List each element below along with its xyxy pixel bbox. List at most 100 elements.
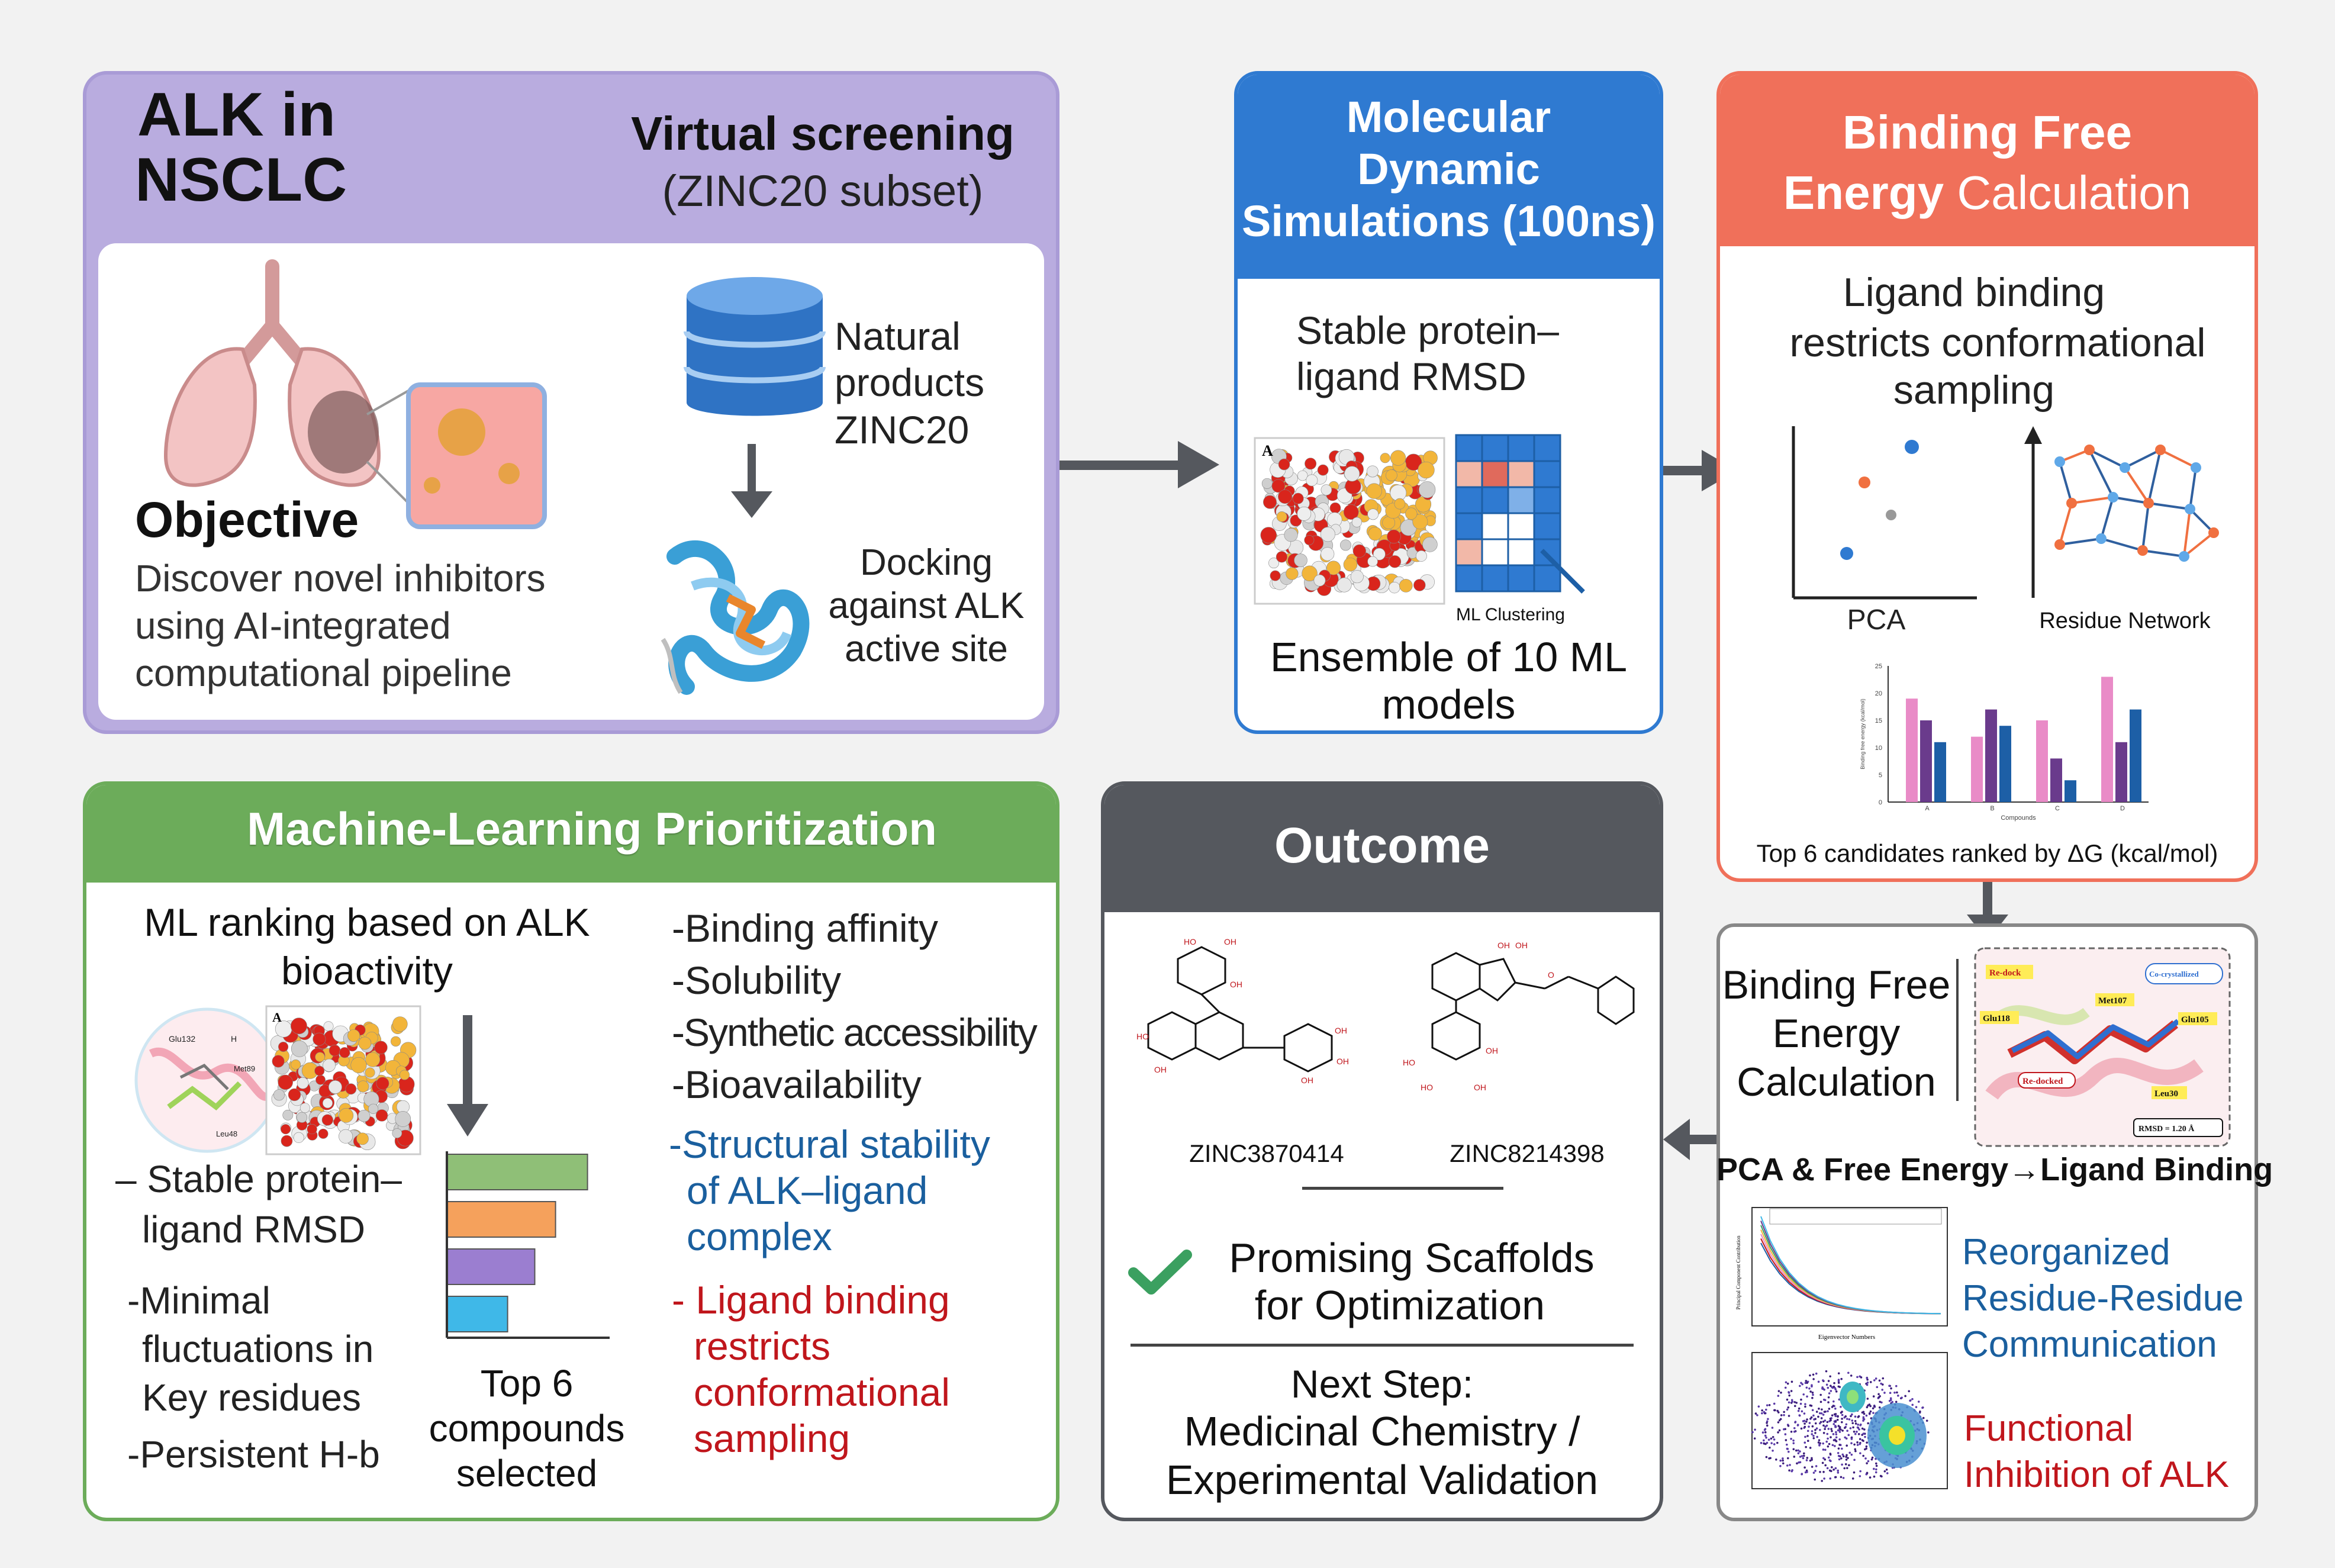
residue-label-h: H — [231, 1034, 237, 1044]
bar-chart-caption: Top 6 candidates ranked by ΔG (kcal/mol) — [1756, 839, 2218, 867]
objective-line-1: Discover novel inhibitors — [135, 557, 546, 600]
ligand-line-4: sampling — [694, 1416, 851, 1460]
outcome-divider-2 — [1131, 1344, 1634, 1347]
bar-y-tick: 15 — [1875, 717, 1882, 725]
label-re-dock: Re-dock — [1989, 968, 2021, 978]
mini-bar — [446, 1296, 508, 1332]
md-panel — [1234, 71, 1663, 734]
bfe-title-calculation: Calculation — [1957, 166, 2192, 219]
ligand-line-2: restricts — [694, 1324, 830, 1368]
md-title-line-2: Dynamic — [1357, 144, 1540, 194]
outcome-header — [1104, 785, 1660, 912]
criteria-synthetic-accessibility: -Synthetic accessibility — [672, 1010, 1038, 1054]
down-arrow-icon — [731, 444, 772, 518]
bfe2-title-line-1: Binding Free — [1722, 962, 1951, 1007]
bfe2-title-line-2: Energy — [1772, 1011, 1901, 1056]
bar-x-label: Compounds — [2001, 814, 2036, 822]
ml-left-line-6: -Persistent H-b — [127, 1433, 380, 1476]
alk-inner-card — [98, 243, 1044, 720]
label-co-crystallized: Co-crystallized — [2149, 970, 2199, 978]
bfe-title-line-2: Energy Calculation — [1716, 166, 2258, 220]
alk-title-line2: NSCLC — [135, 146, 347, 214]
svg-text:OH: OH — [1154, 1065, 1167, 1074]
top-compounds-bar-icon — [446, 1151, 610, 1339]
free-energy-landscape-icon — [1751, 1352, 1948, 1489]
residue-label-leu48: Leu48 — [216, 1129, 237, 1138]
bfe-desc-line-2: restricts conformational — [1789, 320, 2206, 365]
label-re-docked: Re-docked — [2022, 1077, 2063, 1086]
next-line-1: Next Step: — [1290, 1362, 1474, 1406]
bar-y-tick: 10 — [1875, 745, 1882, 752]
outcome-panel — [1101, 781, 1663, 1521]
lungs-icon — [163, 259, 547, 529]
docking-pose-icon: Re-dock Co-crystallized Met107 Glu105 Gl… — [1974, 947, 2231, 1147]
reorganized-line-1: Reorganized — [1962, 1232, 2170, 1273]
label-leu30: Leu30 — [2154, 1089, 2178, 1099]
label-rmsd: RMSD = 1.20 Å — [2138, 1124, 2195, 1134]
svg-text:OH: OH — [1486, 1046, 1498, 1055]
outcome-divider-1 — [1302, 1187, 1503, 1190]
clustering-label: ML Clustering — [1456, 605, 1565, 624]
eigen-xlabel: Eigenvector Numbers — [1818, 1334, 1875, 1341]
criteria-solubility: -Solubility — [672, 958, 842, 1002]
top-line-3: selected — [456, 1452, 598, 1495]
alk-title-line1: ALK in — [137, 81, 336, 149]
pca-label: PCA — [1847, 604, 1906, 636]
structural-line-1: -Structural stability — [669, 1122, 990, 1166]
bar-x-tick: B — [1990, 805, 1994, 812]
residue-interaction-icon: Glu132 H Met89 Leu48 — [134, 1007, 280, 1153]
next-line-2: Medicinal Chemistry / — [1184, 1408, 1580, 1454]
ensemble-line-1: Ensemble of 10 ML — [1270, 634, 1628, 680]
ml-ranking-line-1: ML ranking based on ALK — [144, 900, 590, 944]
svg-text:HO: HO — [1421, 1083, 1433, 1092]
ml-title: Machine-Learning Prioritization — [247, 803, 937, 855]
ligand-line-3: conformational — [694, 1370, 950, 1414]
md-title-line-1: Molecular — [1346, 92, 1551, 141]
bar-mark — [1971, 736, 1983, 802]
natural-products-line-1: Natural — [835, 314, 961, 358]
svg-text:OH: OH — [1336, 1057, 1349, 1066]
reorganized-line-3: Communication — [1962, 1324, 2217, 1365]
svg-text:HO: HO — [1184, 937, 1196, 946]
residue-network-icon — [2024, 426, 2219, 598]
eigen-ylabel: Principal Component Contribution — [1735, 1235, 1741, 1309]
label-glu118: Glu118 — [1983, 1014, 2010, 1023]
svg-text:OH: OH — [1301, 1076, 1313, 1085]
structural-line-2: of ALK–ligand — [687, 1168, 928, 1212]
ml-protein-sphere-icon: A — [265, 1005, 421, 1155]
ml-header — [86, 785, 1056, 883]
bar-mark — [1934, 742, 1946, 802]
label-glu105: Glu105 — [2181, 1015, 2209, 1025]
protein-label-a: A — [1262, 442, 1273, 459]
bar-y-tick: 5 — [1879, 772, 1882, 779]
protein-ribbon-icon — [661, 540, 810, 695]
bfe2-title-line-3: Calculation — [1737, 1060, 1936, 1105]
bar-x-tick: A — [1925, 805, 1930, 812]
ml-down-arrow-icon — [447, 1015, 488, 1136]
bfe-title-energy: Energy — [1783, 166, 1944, 219]
database-icon — [684, 277, 826, 416]
svg-text:OH: OH — [1515, 941, 1528, 950]
mini-bar — [446, 1201, 556, 1238]
screening-title: Virtual screening — [631, 107, 1014, 160]
arrow-right-icon — [1059, 441, 1219, 488]
svg-text:OH: OH — [1474, 1083, 1486, 1092]
ligand-line-1: - Ligand binding — [672, 1278, 950, 1322]
bar-mark — [1920, 720, 1932, 802]
objective-line-2: using AI-integrated — [135, 604, 451, 647]
bar-mark — [2065, 780, 2076, 802]
mini-bar — [446, 1248, 536, 1285]
bfe-desc-line-1: Ligand binding — [1843, 270, 2105, 315]
compound-2-label: ZINC8214398 — [1450, 1139, 1605, 1167]
next-line-3: Experimental Validation — [1165, 1457, 1599, 1503]
ensemble-line-2: models — [1381, 681, 1516, 727]
bfe2-title-divider — [1956, 959, 1959, 1101]
bar-mark — [1985, 709, 1997, 802]
ml-panel — [83, 781, 1059, 1521]
alk-panel — [83, 71, 1059, 734]
bar-mark — [1999, 726, 2011, 802]
bar-mark — [1906, 698, 1918, 802]
svg-text:OH: OH — [1230, 980, 1242, 989]
